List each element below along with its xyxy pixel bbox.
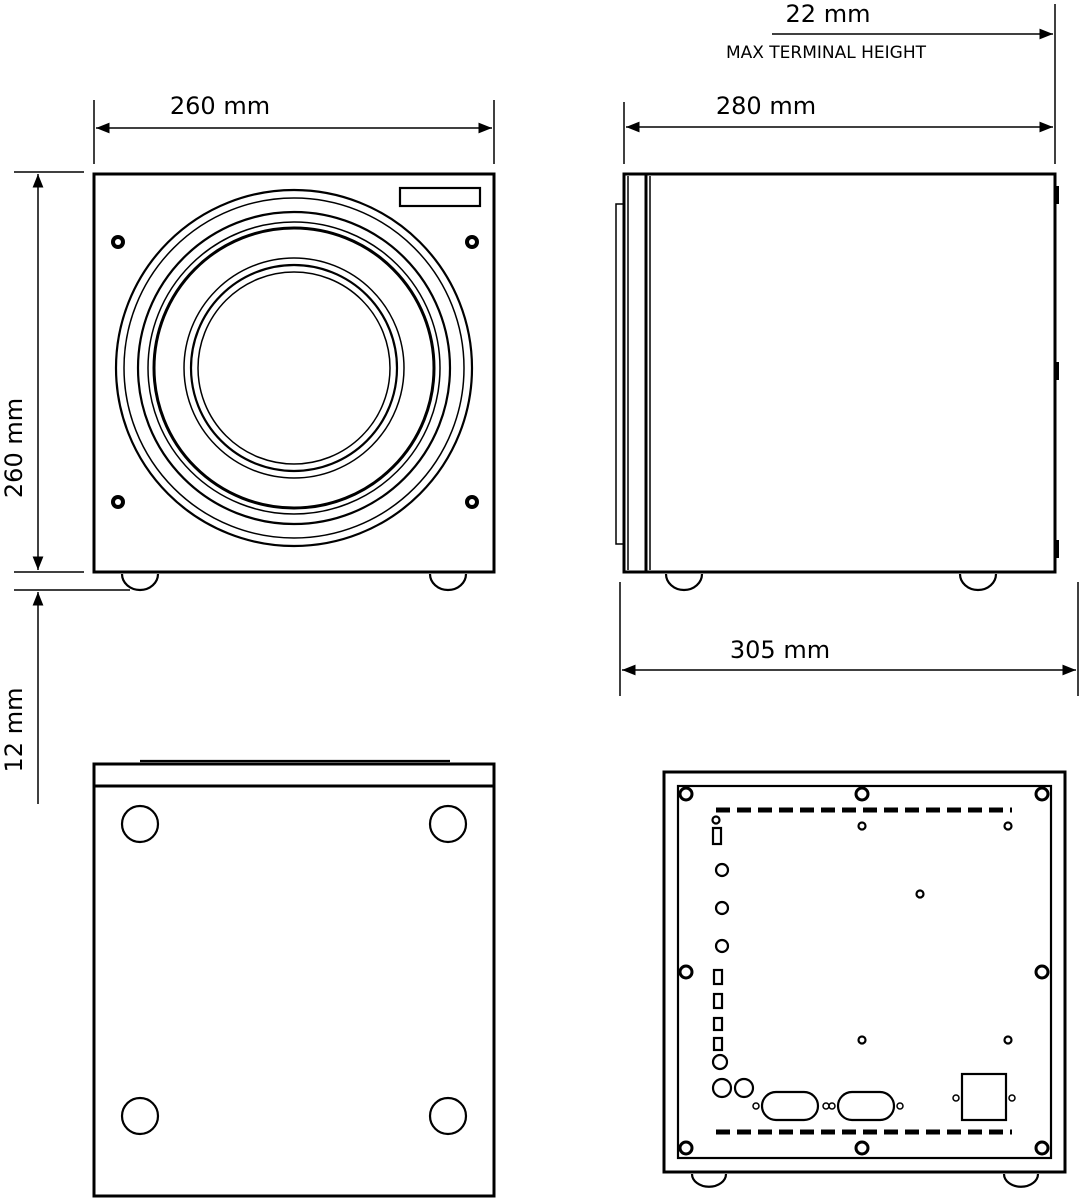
front-width-dimension xyxy=(93,100,495,164)
front-view xyxy=(92,172,496,592)
total-depth-dimension xyxy=(619,582,1079,696)
side-depth-dimension xyxy=(623,4,1056,164)
control-knobs xyxy=(711,826,755,1099)
xlr-sockets xyxy=(752,1090,904,1122)
terminal-height-caption: MAX TERMINAL HEIGHT xyxy=(726,43,927,63)
side-terminals xyxy=(1055,186,1059,558)
front-screws xyxy=(111,235,479,509)
front-height-label: 260 mm xyxy=(0,398,28,498)
driver-rings xyxy=(114,188,474,548)
foot-height-dimension xyxy=(14,589,130,804)
rear-feet xyxy=(690,1173,1040,1188)
foot-height-label: 12 mm xyxy=(0,688,28,773)
front-feet xyxy=(120,573,468,592)
bottom-cabinet-outline xyxy=(92,762,496,1198)
rear-screws xyxy=(678,786,1050,1156)
bottom-feet xyxy=(120,804,468,1136)
bottom-view xyxy=(92,759,496,1198)
front-width-label: 260 mm xyxy=(170,92,270,120)
front-cabinet-outline xyxy=(92,172,496,574)
rear-view xyxy=(662,770,1067,1188)
side-cabinet-outline xyxy=(622,172,1057,574)
total-depth-label: 305 mm xyxy=(730,636,830,664)
front-height-dimension xyxy=(14,171,84,573)
side-feet xyxy=(664,573,998,592)
amplifier-panel-outline xyxy=(716,807,1012,1135)
side-depth-label: 280 mm xyxy=(716,92,816,120)
power-socket xyxy=(952,1072,1016,1122)
brand-logo-badge xyxy=(398,186,482,208)
side-front-grille-edge xyxy=(615,203,625,545)
terminal-depth-label: 22 mm xyxy=(786,0,871,28)
side-view xyxy=(615,172,1059,592)
rear-cabinet-outline xyxy=(662,770,1067,1174)
